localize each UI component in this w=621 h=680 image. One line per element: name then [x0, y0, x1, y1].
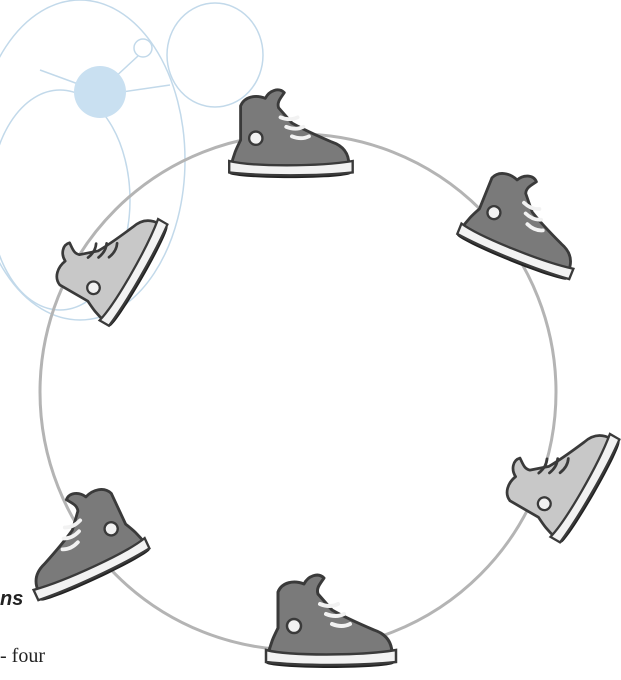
decor-dot-large: [74, 66, 126, 118]
caption-body-fragment: - four: [0, 645, 45, 668]
cycle-stages: [4, 90, 621, 668]
shoe-bottom: [266, 575, 396, 668]
caption-title-fragment: ns: [0, 588, 23, 611]
shoe-upper-right: [455, 159, 599, 284]
decor-bubble-small: [134, 39, 152, 57]
shoe-upper-left: [41, 185, 172, 328]
decor-line-right: [122, 85, 170, 92]
decor-ring-right: [167, 3, 263, 107]
shoe-top: [229, 90, 353, 178]
shoe-lower-right: [491, 400, 621, 545]
